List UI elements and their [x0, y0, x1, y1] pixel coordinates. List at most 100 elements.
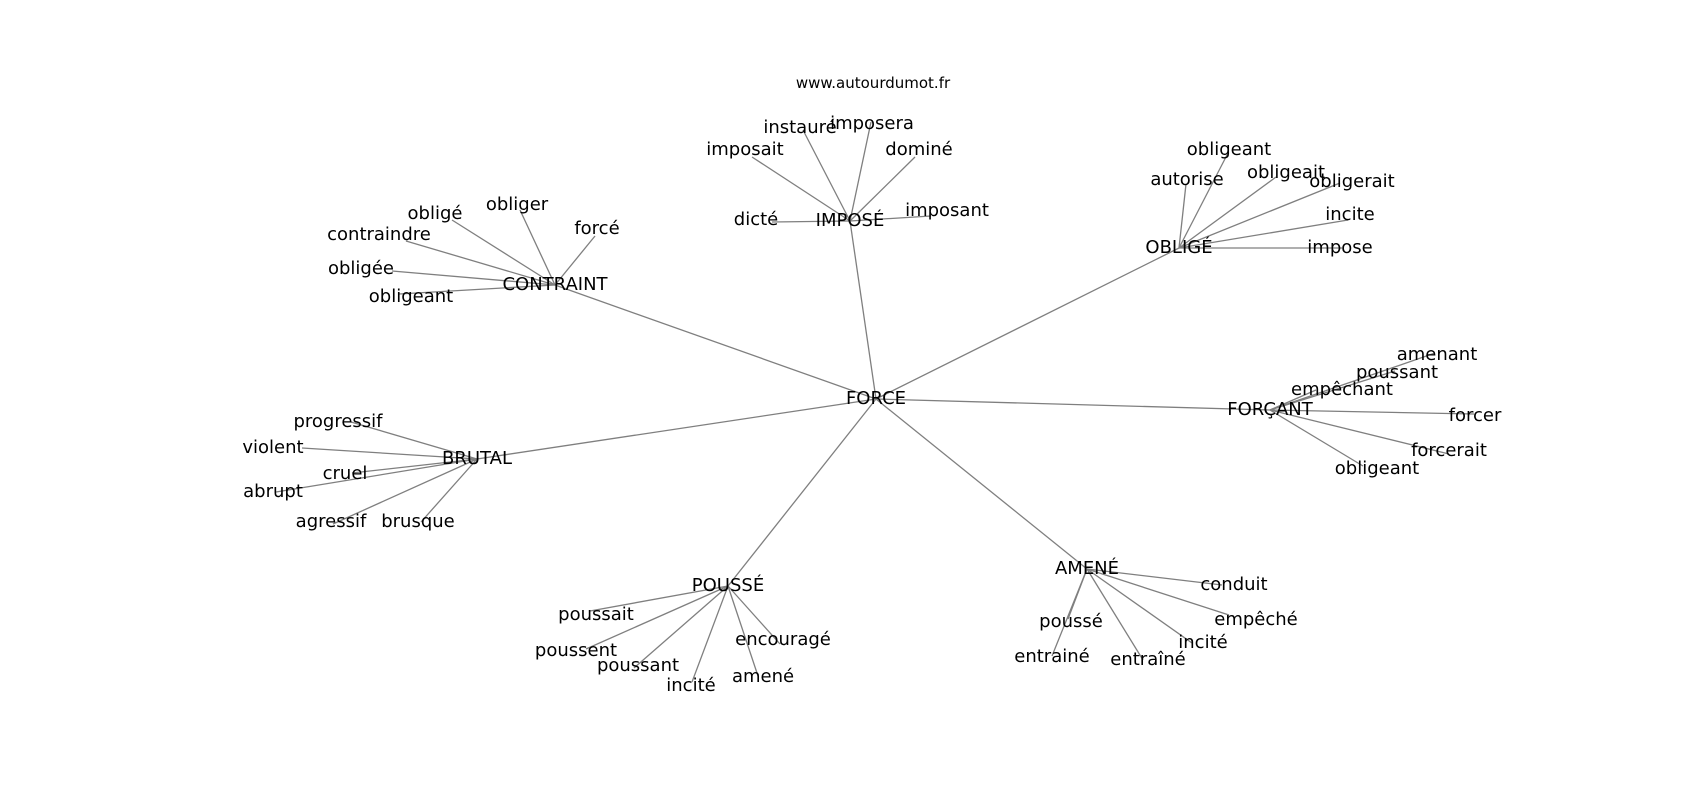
edges: [275, 121, 1475, 683]
edge-impose-imposait: [751, 156, 851, 222]
word-node-amene[interactable]: amené: [732, 666, 794, 687]
edge-brutal-brusque: [420, 458, 478, 523]
word-node-force[interactable]: forcé: [574, 218, 619, 239]
word-node-brusque[interactable]: brusque: [381, 511, 455, 532]
word-node-forcerait[interactable]: forcerait: [1411, 440, 1487, 461]
edge-amene-entraine: [1051, 568, 1088, 657]
word-node-dicte[interactable]: dicté: [734, 209, 778, 230]
word-node-abrupt[interactable]: abrupt: [243, 481, 303, 502]
edge-forcant-amenant: [1269, 352, 1436, 411]
edge-impose-dicte: [771, 220, 851, 223]
word-node-obligeait[interactable]: obligeait: [1247, 162, 1325, 183]
edge-impose-instaure: [802, 129, 851, 222]
edge-amene-conduit: [1086, 568, 1223, 586]
word-node-incite[interactable]: incité: [1178, 632, 1227, 653]
word-node-imposant[interactable]: imposant: [905, 200, 989, 221]
edge-forcant-forcer: [1269, 409, 1475, 415]
edge-impose-imposant: [849, 215, 932, 222]
edge-center-forcant: [875, 398, 1271, 411]
word-node-conduit[interactable]: conduit: [1200, 574, 1267, 595]
edge-contraint-contraindre: [405, 240, 556, 286]
word-node-poussent[interactable]: poussent: [535, 640, 617, 661]
edge-impose-imposera: [849, 121, 872, 222]
edge-center-oblige: [875, 247, 1180, 400]
hub-node-amene[interactable]: AMENÉ: [1055, 557, 1119, 579]
edge-brutal-abrupt: [275, 458, 478, 493]
center-node-force[interactable]: FORCE: [846, 388, 906, 409]
edge-impose-domine: [849, 156, 916, 222]
edge-brutal-violent: [301, 447, 478, 460]
edge-oblige-obligeant: [1178, 152, 1229, 249]
edge-contraint-obligee: [391, 270, 556, 286]
edge-center-brutal: [476, 398, 877, 460]
word-node-obligeant[interactable]: obligeant: [1187, 139, 1271, 160]
site-url[interactable]: www.autourdumot.fr: [796, 74, 951, 92]
edge-contraint-force: [554, 235, 596, 286]
word-node-contraindre[interactable]: contraindre: [327, 224, 431, 245]
edge-pousse-poussant: [633, 585, 729, 669]
edge-forcant-forcerait: [1269, 409, 1450, 455]
word-node-empechant[interactable]: empêchant: [1291, 379, 1393, 400]
word-node-instaure[interactable]: instauré: [763, 117, 836, 138]
edge-contraint-obligeant: [398, 284, 556, 295]
edge-amene-incite: [1086, 568, 1193, 644]
word-node-progressif[interactable]: progressif: [293, 411, 383, 432]
edge-center-impose: [849, 220, 877, 400]
word-node-incite[interactable]: incité: [666, 675, 715, 696]
edge-center-contraint: [554, 284, 877, 400]
edge-center-pousse: [727, 398, 877, 587]
edge-oblige-obligeait: [1178, 176, 1277, 249]
word-node-empeche[interactable]: empêché: [1214, 609, 1298, 630]
edge-pousse-incite: [691, 585, 729, 683]
edge-contraint-obliger: [519, 209, 556, 286]
hub-node-brutal[interactable]: BRUTAL: [442, 448, 512, 469]
word-node-poussant[interactable]: poussant: [597, 655, 679, 676]
hub-node-oblige[interactable]: OBLIGÉ: [1145, 236, 1212, 258]
edge-contraint-oblige: [451, 219, 556, 286]
word-node-impose[interactable]: impose: [1307, 237, 1372, 258]
word-node-amenant[interactable]: amenant: [1397, 344, 1478, 365]
word-node-obliger[interactable]: obliger: [486, 194, 549, 215]
word-node-pousse[interactable]: poussé: [1039, 611, 1103, 632]
hub-node-contraint[interactable]: CONTRAINT: [502, 274, 608, 295]
word-node-domine[interactable]: dominé: [885, 139, 952, 160]
hub-node-impose[interactable]: IMPOSÉ: [816, 209, 885, 231]
word-node-entraine[interactable]: entraîné: [1110, 649, 1185, 670]
word-node-obligee[interactable]: obligée: [328, 258, 394, 279]
edge-brutal-progressif: [350, 421, 478, 460]
edge-brutal-cruel: [351, 458, 478, 474]
edge-amene-entraine: [1086, 568, 1144, 661]
edge-brutal-agressif: [332, 458, 478, 525]
edge-oblige-autorise: [1178, 183, 1187, 249]
edge-forcant-empechant: [1269, 389, 1317, 411]
edge-oblige-incite: [1178, 219, 1349, 249]
word-node-encourage[interactable]: encouragé: [735, 629, 831, 650]
word-node-autorise[interactable]: autorise: [1150, 169, 1223, 190]
edge-center-amene: [875, 398, 1088, 570]
word-node-poussant[interactable]: poussant: [1356, 362, 1438, 383]
word-node-incite[interactable]: incite: [1325, 204, 1374, 225]
hub-node-pousse[interactable]: POUSSÉ: [692, 574, 764, 596]
word-node-agressif[interactable]: agressif: [296, 511, 367, 532]
word-node-imposait[interactable]: imposait: [706, 139, 783, 160]
edge-oblige-obligerait: [1178, 182, 1341, 249]
edge-forcant-obligeant: [1269, 409, 1364, 467]
edge-pousse-poussent: [585, 585, 729, 650]
word-node-obligerait[interactable]: obligerait: [1309, 171, 1394, 192]
word-node-obligeant[interactable]: obligeant: [1335, 458, 1419, 479]
edge-pousse-encourage: [727, 585, 781, 645]
word-node-obligeant[interactable]: obligeant: [369, 286, 453, 307]
edge-pousse-amene: [727, 585, 759, 677]
word-node-oblige[interactable]: obligé: [408, 203, 463, 224]
word-node-imposera[interactable]: imposera: [830, 113, 914, 134]
edge-amene-empeche: [1086, 568, 1230, 616]
word-node-entraine[interactable]: entrainé: [1014, 646, 1089, 667]
word-node-violent[interactable]: violent: [242, 437, 303, 458]
word-node-poussait[interactable]: poussait: [558, 604, 634, 625]
word-node-cruel[interactable]: cruel: [323, 463, 368, 484]
hub-node-forcant[interactable]: FORÇANT: [1227, 399, 1313, 420]
edge-pousse-poussait: [589, 585, 729, 612]
word-node-forcer[interactable]: forcer: [1449, 405, 1502, 426]
